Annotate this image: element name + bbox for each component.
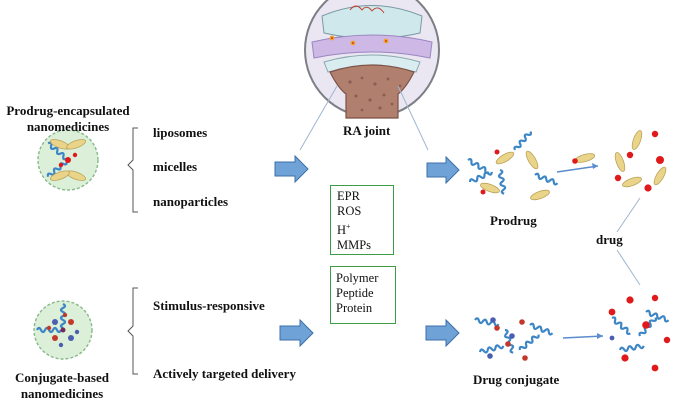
item-actively-targeted: Actively targeted delivery [153,366,296,381]
stimulus-epr: EPR [337,189,360,203]
free-drug-molecules-top [612,128,669,192]
drug-conjugate-label: Drug conjugate [473,372,560,387]
stimulus-h: H+ [337,222,351,238]
prodrug-title-line1: Prodrug-encapsulated [6,103,130,118]
release-arrow-top [556,165,599,173]
item-liposomes: liposomes [153,125,208,140]
free-drug-molecules-bottom [608,294,671,372]
carrier-peptide: Peptide [336,286,374,300]
carrier-polymer: Polymer [336,271,379,285]
carrier-protein: Protein [336,301,373,315]
carrier-box: Polymer Peptide Protein [330,266,396,324]
ra-joint-label: RA joint [343,123,391,138]
block-arrow-bottom-left [279,318,314,348]
conjugate-title-line1: Conjugate-based [15,370,109,385]
prodrug-cluster [465,129,560,203]
released-capsule [572,151,596,165]
drug-link-top [616,197,641,233]
stimulus-ros: ROS [337,204,362,218]
drug-link-bottom [616,249,641,286]
connector-line-right [397,85,429,151]
drug-conjugate-cluster [473,316,555,361]
item-micelles: micelles [153,159,198,174]
item-nanoparticles: nanoparticles [153,194,229,209]
prodrug-nanomedicine-sphere [37,129,99,191]
conjugate-nanomedicine-sphere [33,300,93,360]
connector-line-left [299,85,338,151]
prodrug-label: Prodrug [490,213,537,228]
block-arrow-bottom-right [425,318,460,348]
stimulus-mmps: MMPs [337,238,372,253]
stimuli-box: EPR ROS H+ MMPs [330,185,394,255]
block-arrow-top-left [274,154,309,184]
ra-joint-illustration [304,0,440,119]
conjugate-based-title: Conjugate-based nanomedicines [0,370,124,402]
release-arrow-bottom [562,335,604,339]
item-stimulus-responsive: Stimulus-responsive [153,298,265,313]
prodrug-encapsulated-title: Prodrug-encapsulated nanomedicines [2,103,134,135]
conjugate-title-line2: nanomedicines [20,386,104,401]
brace-bottom [127,287,138,375]
h-superscript: + [346,222,351,231]
brace-top [127,127,138,213]
drug-label: drug [596,232,623,247]
block-arrow-top-right [426,155,460,185]
prodrug-title-line2: nanomedicines [26,119,110,134]
